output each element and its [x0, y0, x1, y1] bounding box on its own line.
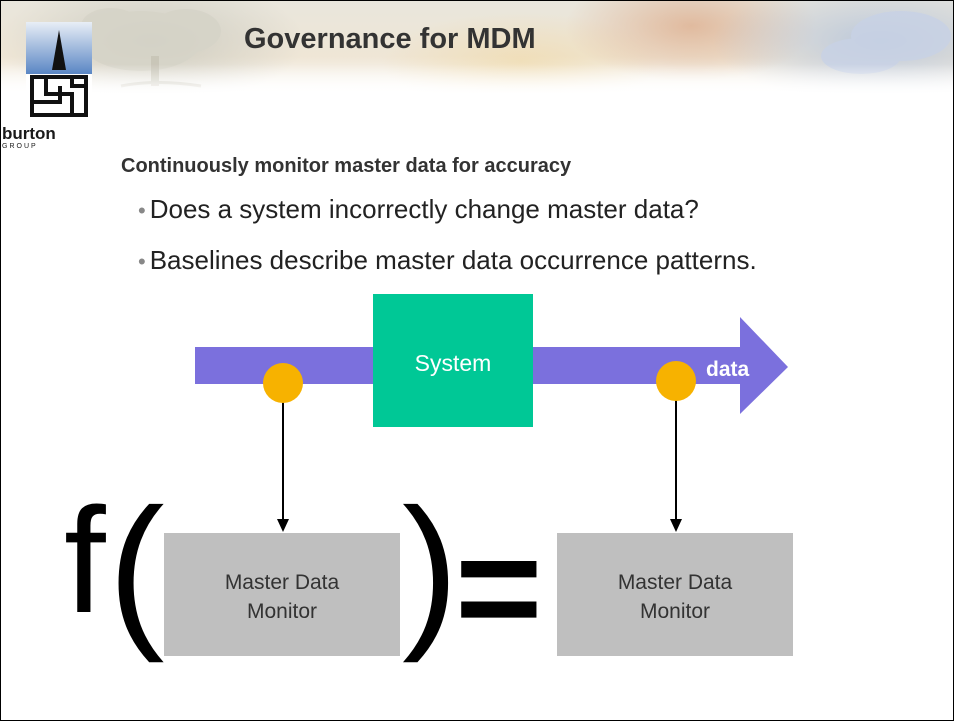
formula-function: f: [64, 476, 106, 644]
probe-right: [656, 361, 696, 401]
monitor-box-right: [557, 533, 793, 656]
bullet-text: Baselines describe master data occurrenc…: [149, 245, 757, 275]
system-box: [373, 294, 533, 427]
monitor-label-right: Master Data Monitor: [557, 568, 793, 626]
bullet-text: Does a system incorrectly change master …: [149, 194, 699, 224]
formula-close-paren: ): [402, 474, 459, 664]
header-banner: Governance for MDM: [1, 1, 953, 94]
arrowhead-right-icon: [670, 519, 682, 532]
formula-equals: =: [455, 503, 543, 671]
header-fade: [1, 64, 953, 94]
arrowhead-left-icon: [277, 519, 289, 532]
logo-group: GROUP: [2, 143, 38, 150]
probe-left: [263, 363, 303, 403]
logo-text: burton GROUP: [2, 124, 56, 150]
monitor-label-line: Master Data: [617, 571, 733, 594]
bullet-dot-icon: •: [138, 249, 146, 274]
bullet-dot-icon: •: [138, 198, 146, 223]
formula-open-paren: (: [108, 474, 165, 664]
data-arrow-label: data: [706, 358, 750, 381]
monitor-label-line: Monitor: [639, 600, 711, 623]
bullet-item: •Does a system incorrectly change master…: [138, 194, 699, 225]
monitor-label-line: Master Data: [224, 571, 340, 594]
monitor-label-line: Monitor: [246, 600, 318, 623]
monitor-label-left: Master Data Monitor: [164, 568, 400, 626]
subheading: Continuously monitor master data for acc…: [121, 155, 572, 177]
monitor-box-left: [164, 533, 400, 656]
burton-group-logo-icon: [26, 22, 92, 120]
page-title: Governance for MDM: [244, 23, 536, 55]
bullet-item: •Baselines describe master data occurren…: [138, 245, 757, 276]
logo-word: burton: [2, 124, 56, 143]
system-label: System: [414, 350, 492, 376]
